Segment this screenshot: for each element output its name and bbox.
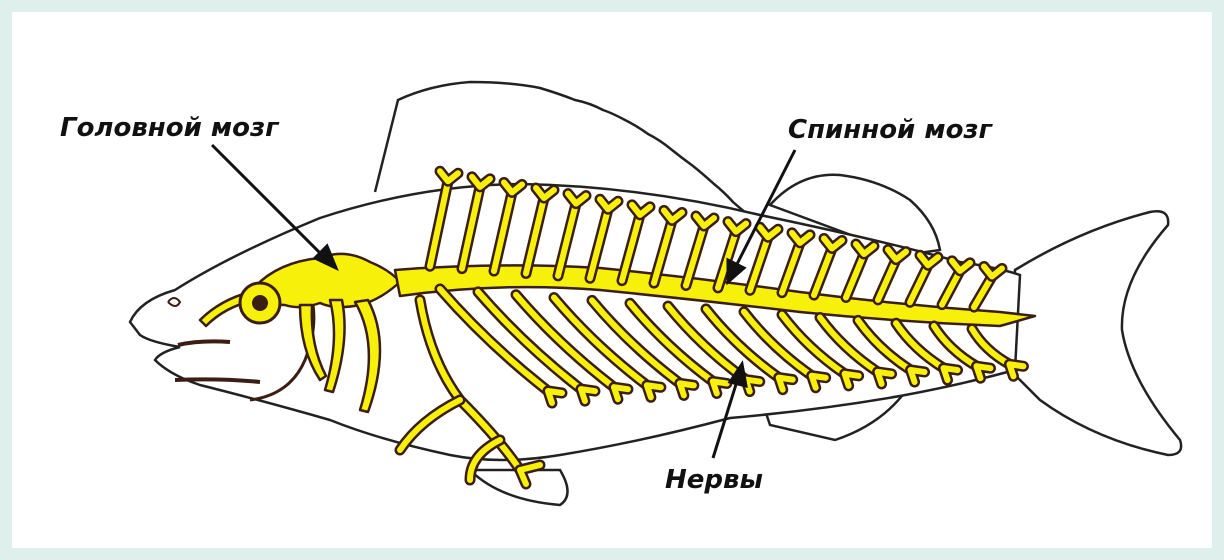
nostril-icon	[168, 298, 180, 306]
nerves-label: Нервы	[665, 465, 763, 495]
spinal-cord-label: Спинной мозг	[788, 115, 994, 145]
pupil	[252, 295, 268, 311]
brain-label: Головной мозг	[60, 113, 280, 143]
tail-fin	[1010, 211, 1181, 455]
